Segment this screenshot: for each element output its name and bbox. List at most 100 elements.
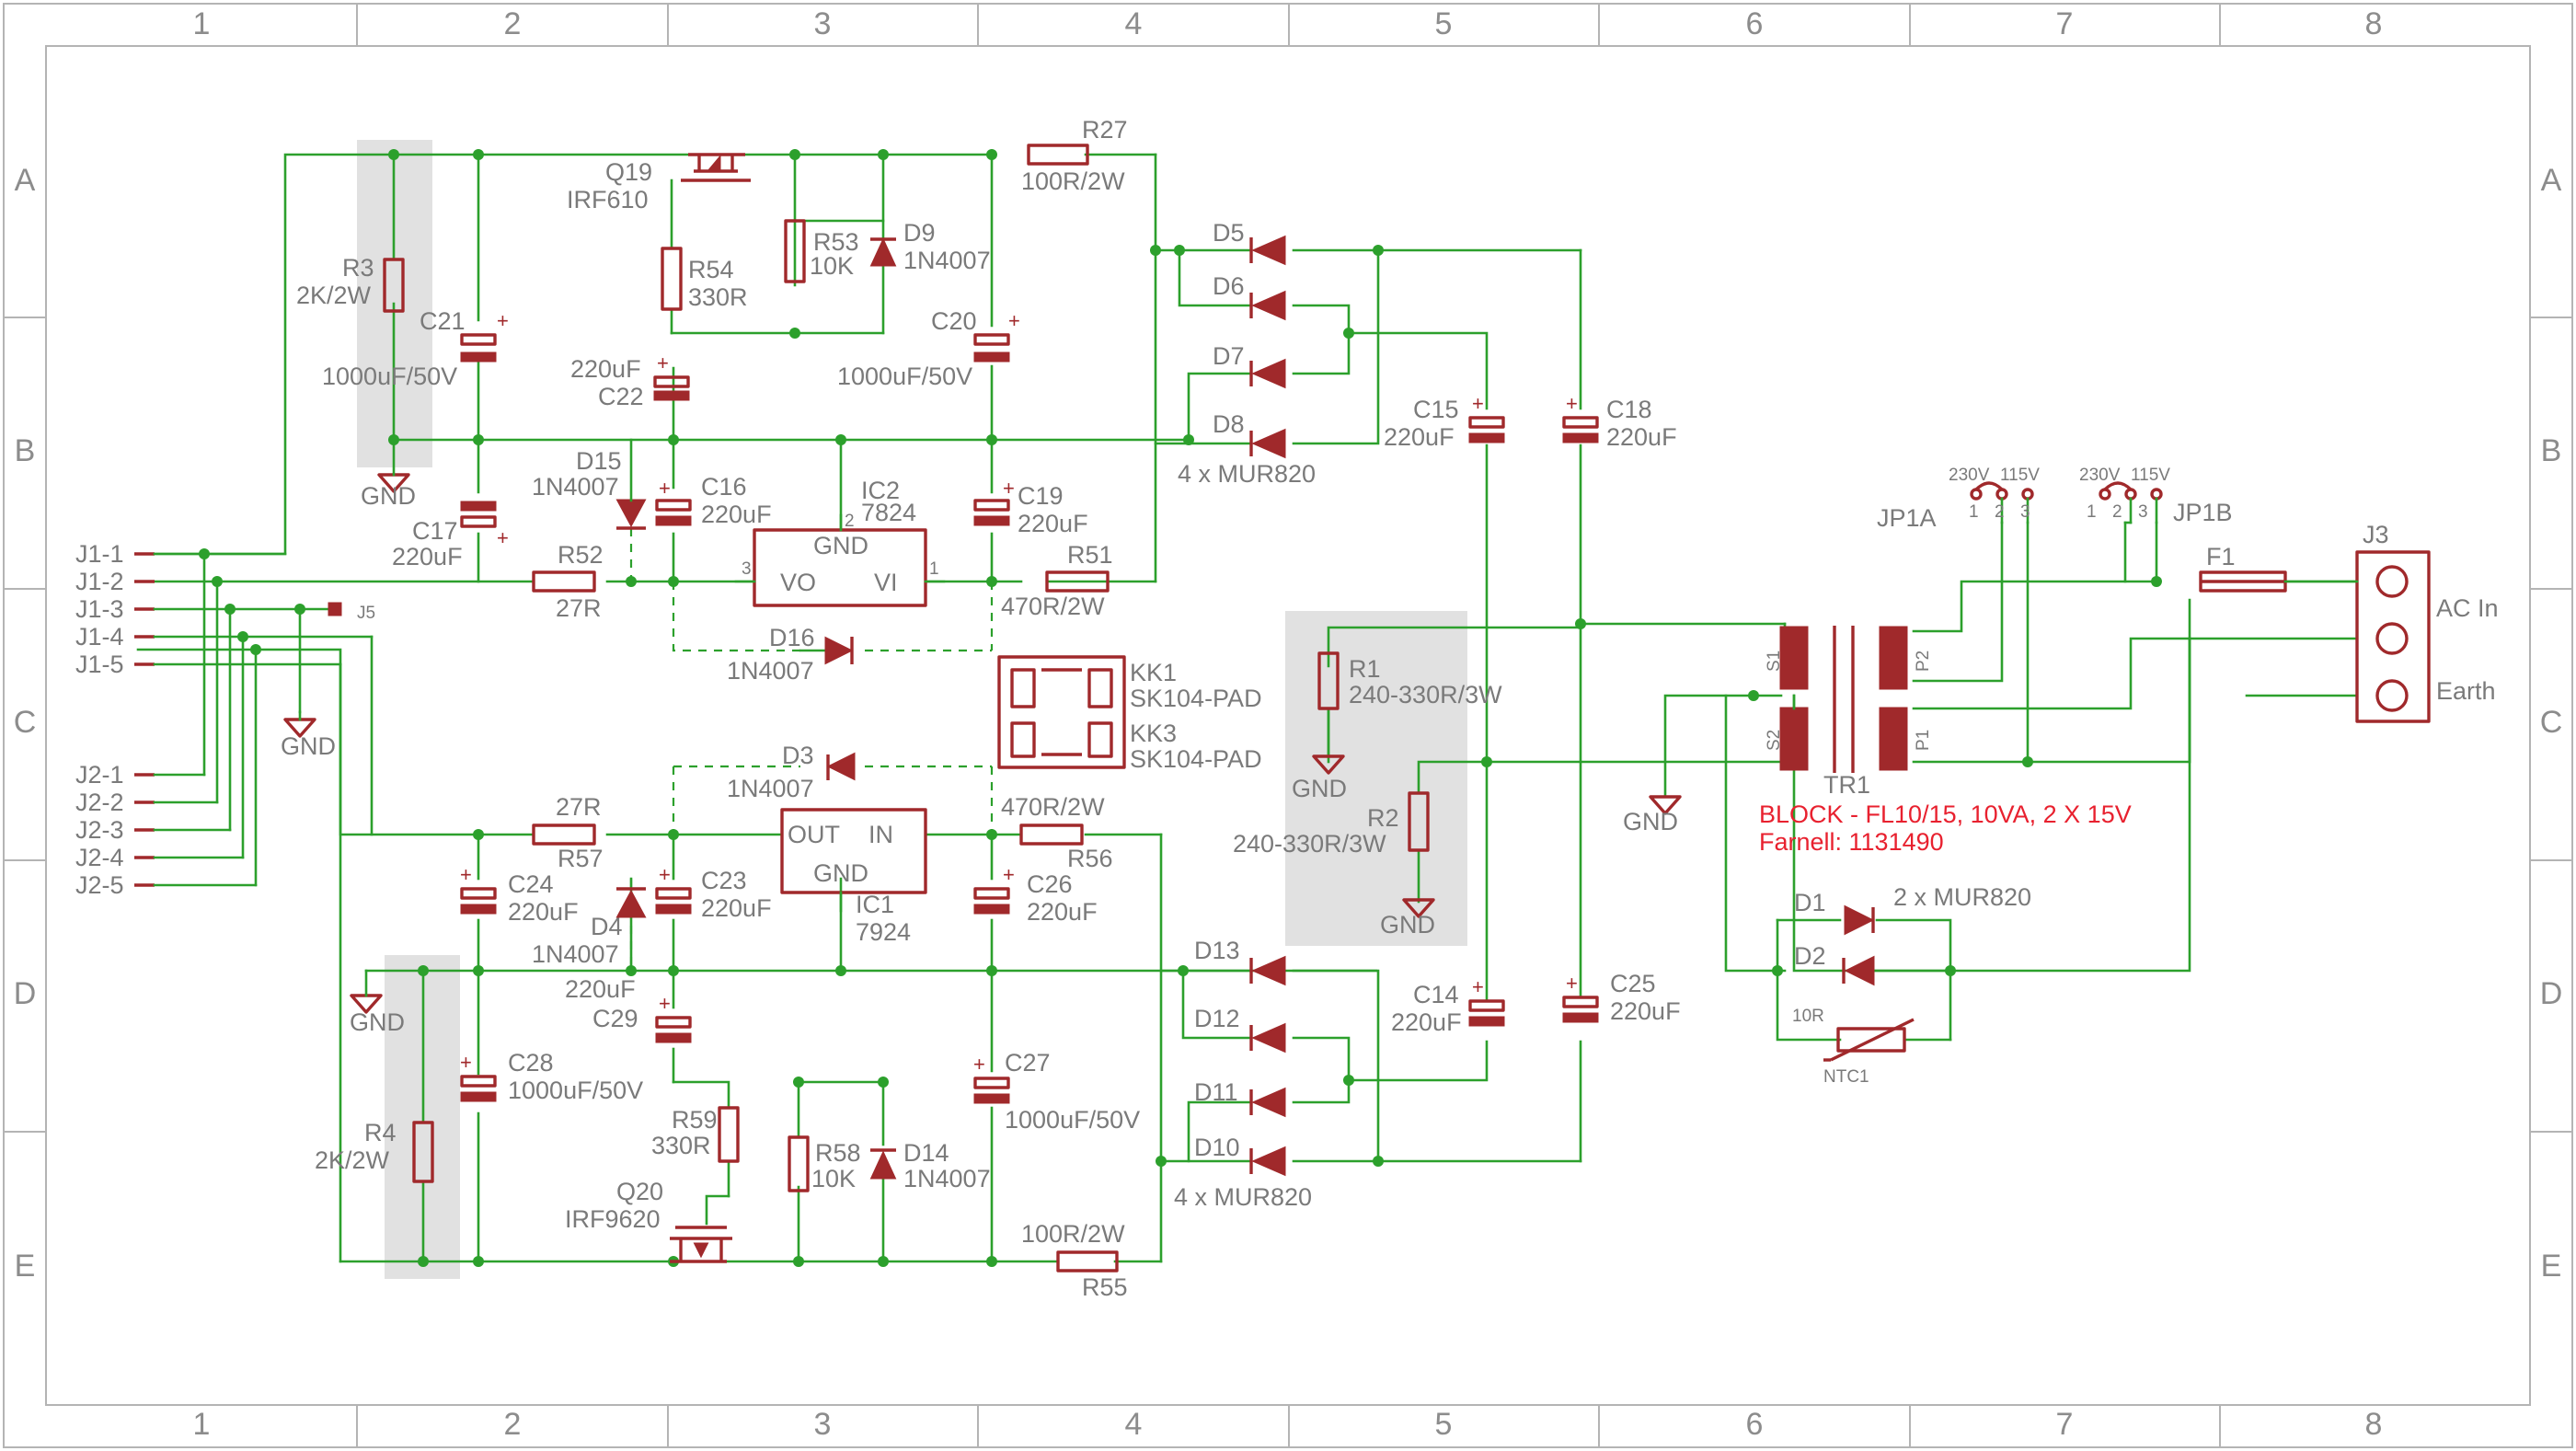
r3-value: 2K/2W bbox=[296, 282, 372, 309]
j5-label: J5 bbox=[357, 604, 375, 623]
r3: R3 2K/2W bbox=[296, 254, 405, 313]
svg-text:+: + bbox=[1008, 309, 1020, 332]
r57-ref: R57 bbox=[558, 845, 604, 872]
j5-pad bbox=[328, 602, 342, 616]
d16-value: 1N4007 bbox=[727, 657, 814, 685]
tr1-note-line1: BLOCK - FL10/15, 10VA, 2 X 15V bbox=[1759, 800, 2132, 828]
transformer-tr1: S1 S2 P2 P1 TR1 BLOCK - FL10/15, 10VA, 2… bbox=[1752, 626, 2132, 856]
r57: 27R R57 bbox=[532, 793, 604, 872]
kk3-value: SK104-PAD bbox=[1130, 745, 1262, 773]
j3-earth: Earth bbox=[2436, 677, 2496, 705]
c14-value: 220uF bbox=[1391, 1008, 1462, 1036]
gnd-label: GND bbox=[1623, 808, 1678, 835]
ic2-pin-num: 1 bbox=[929, 559, 939, 579]
c22: + 220uF C22 bbox=[570, 351, 690, 410]
r56-ref: R56 bbox=[1067, 845, 1113, 872]
jp1a-ref: JP1A bbox=[1877, 504, 1937, 532]
c27: + C27 1000uF/50V bbox=[973, 1049, 1140, 1134]
svg-text:+: + bbox=[659, 863, 671, 886]
svg-text:+: + bbox=[497, 526, 509, 549]
j1-pin-label: J1-2 bbox=[75, 568, 124, 595]
d12-ref: D12 bbox=[1194, 1005, 1240, 1032]
ic1-value: 7924 bbox=[856, 918, 911, 946]
j1-pin-label: J1-1 bbox=[75, 540, 124, 568]
col-label: 5 bbox=[1435, 1407, 1453, 1442]
c19: + C19 220uF bbox=[973, 477, 1088, 537]
d14-ref: D14 bbox=[903, 1139, 949, 1167]
jp1a-pin: 1 bbox=[1969, 502, 1979, 522]
row-label: B bbox=[2541, 433, 2562, 468]
c22-value: 220uF bbox=[570, 355, 641, 383]
row-label: B bbox=[15, 433, 36, 468]
r51-value: 470R/2W bbox=[1001, 593, 1105, 620]
row-label: E bbox=[15, 1249, 36, 1284]
c20-value: 1000uF/50V bbox=[837, 363, 972, 390]
r56: 470R/2W R56 bbox=[1001, 793, 1113, 872]
d8-ref: D8 bbox=[1213, 410, 1245, 438]
c27-value: 1000uF/50V bbox=[1005, 1106, 1140, 1134]
col-label: 4 bbox=[1125, 6, 1143, 41]
j3-ac-in: AC In bbox=[2436, 594, 2499, 622]
r27: R27 100R/2W bbox=[1021, 116, 1128, 195]
svg-text:+: + bbox=[460, 863, 472, 886]
d1-ref: D1 bbox=[1794, 889, 1826, 916]
c24-value: 220uF bbox=[508, 898, 579, 926]
svg-text:+: + bbox=[659, 477, 671, 500]
jp1a-pin: 2 bbox=[1995, 502, 2005, 522]
r4-value: 2K/2W bbox=[315, 1146, 390, 1174]
d14: D14 1N4007 bbox=[869, 1139, 991, 1192]
q19-ref: Q19 bbox=[605, 158, 652, 186]
col-label: 1 bbox=[193, 6, 211, 41]
connector-j1: J1-1 J1-2 J1-3 J1-4 J1-5 J5 bbox=[75, 540, 375, 887]
c27-ref: C27 bbox=[1005, 1049, 1051, 1077]
r51: R51 470R/2W bbox=[1001, 541, 1113, 620]
col-label: 6 bbox=[1746, 1407, 1764, 1442]
d4-ref: D4 bbox=[591, 913, 623, 940]
r52: R52 27R bbox=[532, 541, 604, 622]
q20: Q20 IRF9620 bbox=[565, 1178, 732, 1263]
c28: + C28 1000uF/50V bbox=[460, 1049, 643, 1104]
c14: + C14 220uF bbox=[1391, 975, 1505, 1036]
svg-text:+: + bbox=[973, 1053, 985, 1076]
q20-value: IRF9620 bbox=[565, 1205, 661, 1233]
col-label: 2 bbox=[504, 1407, 522, 1442]
r55: 100R/2W R55 bbox=[1021, 1220, 1128, 1301]
c21-ref: C21 bbox=[420, 307, 466, 335]
row-label: C bbox=[2540, 705, 2563, 740]
r27-ref: R27 bbox=[1082, 116, 1128, 144]
d4: D4 1N4007 bbox=[532, 887, 647, 968]
c26-value: 220uF bbox=[1027, 898, 1098, 926]
ic1-in-pin: IN bbox=[868, 821, 893, 848]
c26-ref: C26 bbox=[1027, 870, 1073, 898]
jp1b-ref: JP1B bbox=[2173, 499, 2233, 526]
j2-pin-label: J2-3 bbox=[75, 816, 124, 844]
svg-text:+: + bbox=[659, 992, 671, 1015]
gnd-symbols: GND GND GND GND GND GND bbox=[281, 438, 1682, 1036]
c20-ref: C20 bbox=[931, 307, 977, 335]
ic2-ref: IC2 bbox=[861, 477, 900, 504]
c17-value: 220uF bbox=[392, 543, 463, 570]
svg-text:+: + bbox=[1472, 975, 1484, 998]
jumper-jp1a: 230V 115V 1 2 3 JP1A bbox=[1877, 466, 2040, 532]
c24-ref: C24 bbox=[508, 870, 554, 898]
c23-value: 220uF bbox=[701, 894, 772, 922]
c19-ref: C19 bbox=[1018, 482, 1064, 510]
col-label: 5 bbox=[1435, 6, 1453, 41]
r53-ref: R53 bbox=[813, 228, 859, 256]
r59-ref: R59 bbox=[672, 1106, 718, 1134]
d6-ref: D6 bbox=[1213, 272, 1245, 300]
d3-value: 1N4007 bbox=[727, 775, 814, 802]
svg-text:+: + bbox=[1566, 972, 1578, 995]
col-label: 4 bbox=[1125, 1407, 1143, 1442]
c17-ref: C17 bbox=[412, 517, 458, 545]
gnd-label: GND bbox=[1292, 775, 1347, 802]
f1-ref: F1 bbox=[2206, 543, 2236, 570]
ic2-pin-num: 3 bbox=[742, 559, 752, 579]
c16: + C16 220uF bbox=[655, 473, 772, 528]
wires bbox=[136, 153, 2359, 1263]
d16-ref: D16 bbox=[769, 624, 815, 651]
jp1a-115v: 115V bbox=[2000, 466, 2040, 485]
j1-pin-label: J1-5 bbox=[75, 651, 124, 678]
r57-value: 27R bbox=[556, 793, 602, 821]
